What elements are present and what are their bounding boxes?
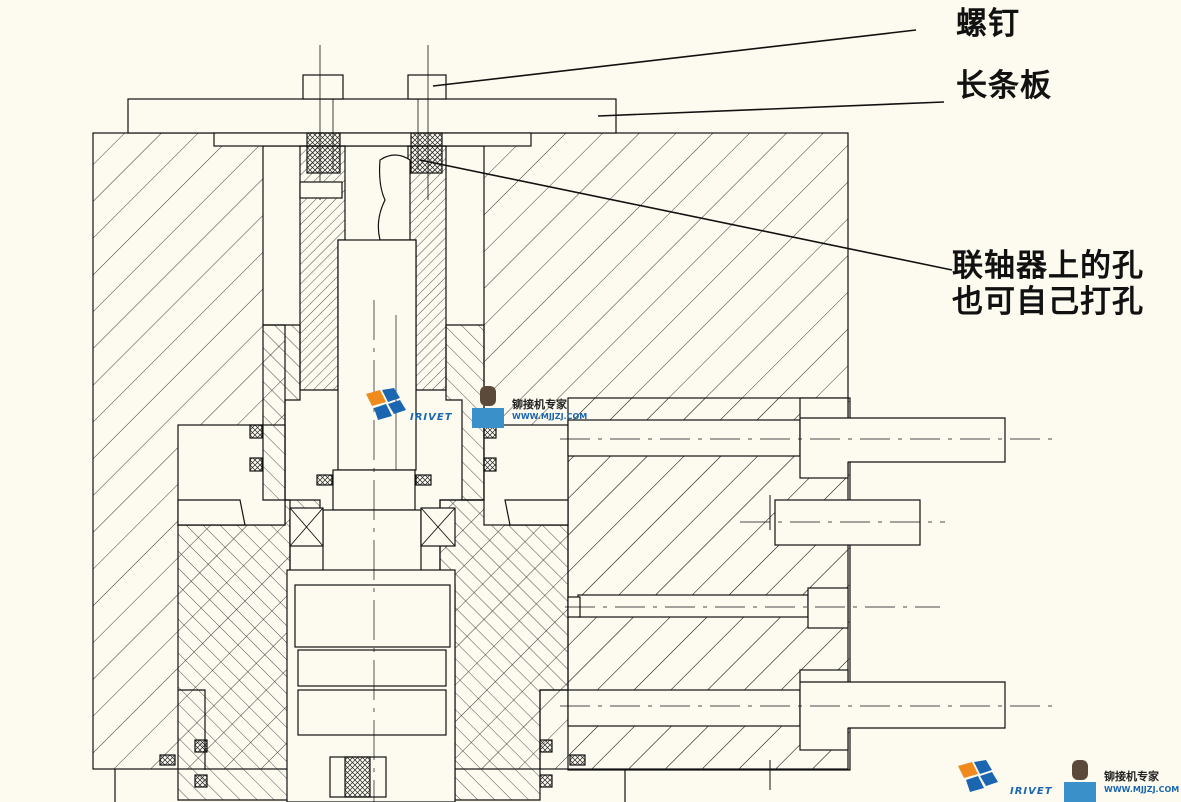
avatar-icon xyxy=(472,386,504,428)
left-cap-step xyxy=(177,499,246,526)
watermark-url: WWW.MJJZJ.COM xyxy=(512,412,588,421)
irivet-logo-icon-corner xyxy=(958,760,998,792)
label-screw: 螺钉 xyxy=(956,6,1020,42)
long-plate xyxy=(127,98,617,134)
shaft-upper xyxy=(337,239,417,471)
base-outline xyxy=(114,689,626,802)
bolt-4 xyxy=(560,669,1055,790)
leader-coupling-hole xyxy=(419,159,953,271)
sleeve-right xyxy=(445,324,485,501)
watermark-corner-url: WWW.MJJZJ.COM xyxy=(1104,785,1180,794)
rod-2 xyxy=(297,689,447,736)
label-coupling-hole-line2: 也可自己打孔 xyxy=(952,284,1144,320)
label-long-plate: 长条板 xyxy=(956,68,1052,104)
watermark-site-name: 铆接机专家 xyxy=(512,398,567,411)
watermark-corner-site-name: 铆接机专家 xyxy=(1104,770,1159,783)
avatar-icon-corner xyxy=(1064,760,1096,802)
leader-plate xyxy=(597,101,945,117)
right-cap-step xyxy=(504,499,569,526)
bolt-1 xyxy=(560,397,1055,479)
watermark-brand: IRIVET xyxy=(410,412,453,423)
leader-screw xyxy=(432,29,917,87)
bolt-3 xyxy=(565,587,940,629)
irivet-logo-icon xyxy=(366,388,406,420)
seal-rings xyxy=(159,424,586,788)
flange-plate xyxy=(213,132,532,147)
watermark-center: IRIVET 铆接机专家 WWW.MJJZJ.COM xyxy=(366,384,596,429)
watermark-corner: IRIVET 铆接机专家 WWW.MJJZJ.COM xyxy=(958,758,1180,802)
rod-1 xyxy=(297,649,447,687)
bolt-2 xyxy=(740,495,945,546)
sleeve-left xyxy=(262,324,301,501)
coupling-break xyxy=(377,154,411,241)
piston xyxy=(294,584,451,648)
set-screw xyxy=(299,181,343,199)
label-coupling-hole-line1: 联轴器上的孔 xyxy=(952,248,1144,284)
watermark-corner-brand: IRIVET xyxy=(1010,786,1053,797)
